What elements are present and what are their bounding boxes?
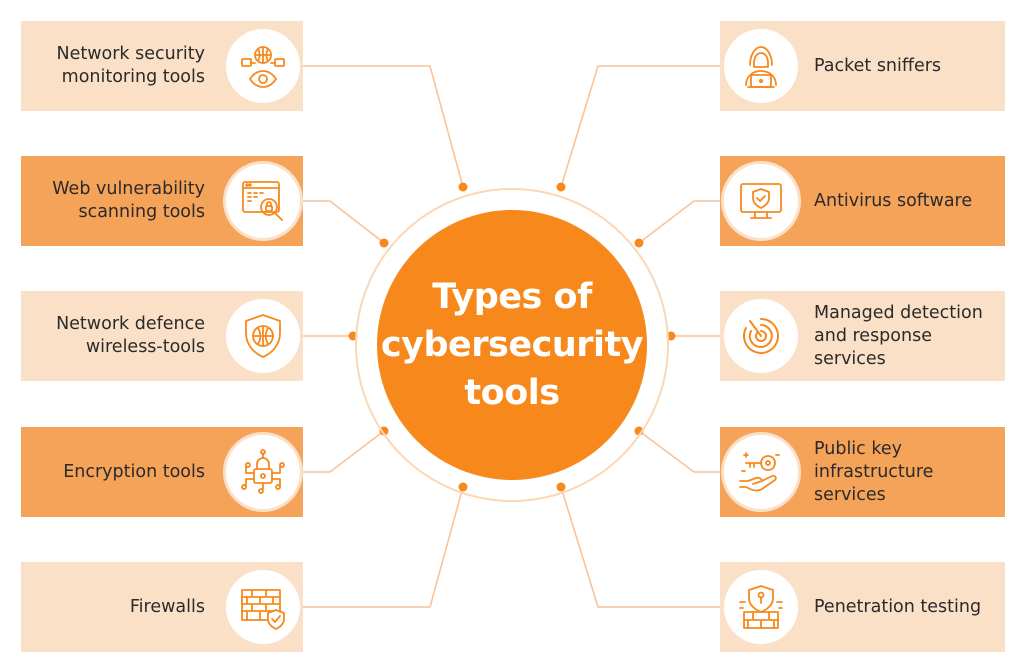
hacker-icon	[721, 26, 801, 106]
hub-outer-ring	[355, 188, 669, 502]
connector-right-1	[560, 65, 720, 188]
connector-dot	[379, 238, 389, 248]
network-monitoring-icon	[223, 26, 303, 106]
tool-label: Public key infrastructure services	[814, 438, 934, 505]
connector-left-5	[303, 486, 464, 608]
monitor-shield-icon	[721, 161, 801, 241]
connector-right-5	[560, 486, 720, 608]
lock-circuit-icon	[223, 432, 303, 512]
tool-label: Managed detection and response services	[814, 302, 983, 369]
tool-label: Web vulnerability scanning tools	[52, 179, 205, 222]
connector-right-4	[638, 430, 720, 473]
tool-label: Network defence wireless-tools	[56, 314, 205, 357]
connector-left-2	[303, 200, 385, 244]
hub-circle: Types of cybersecurity tools	[377, 210, 647, 480]
connector-dot	[634, 238, 644, 248]
connector-left-1	[303, 65, 464, 188]
firewall-icon	[223, 567, 303, 647]
connector-left-4	[303, 430, 385, 473]
tool-label: Encryption tools	[63, 461, 205, 482]
tool-label: Firewalls	[129, 596, 205, 617]
shield-globe-icon	[223, 296, 303, 376]
key-hand-icon	[721, 432, 801, 512]
tool-label: Penetration testing	[814, 596, 982, 617]
tool-label: Network security monitoring tools	[56, 44, 205, 87]
web-scan-icon	[223, 161, 303, 241]
pentest-icon	[721, 567, 801, 647]
connector-right-2	[638, 200, 720, 244]
tool-label: Packet sniffers	[814, 55, 942, 76]
connector-dot	[556, 182, 566, 192]
connector-dot	[458, 182, 468, 192]
diagram-title: Types of cybersecurity tools	[380, 277, 644, 413]
tool-label: Antivirus software	[814, 190, 973, 211]
radar-icon	[721, 296, 801, 376]
